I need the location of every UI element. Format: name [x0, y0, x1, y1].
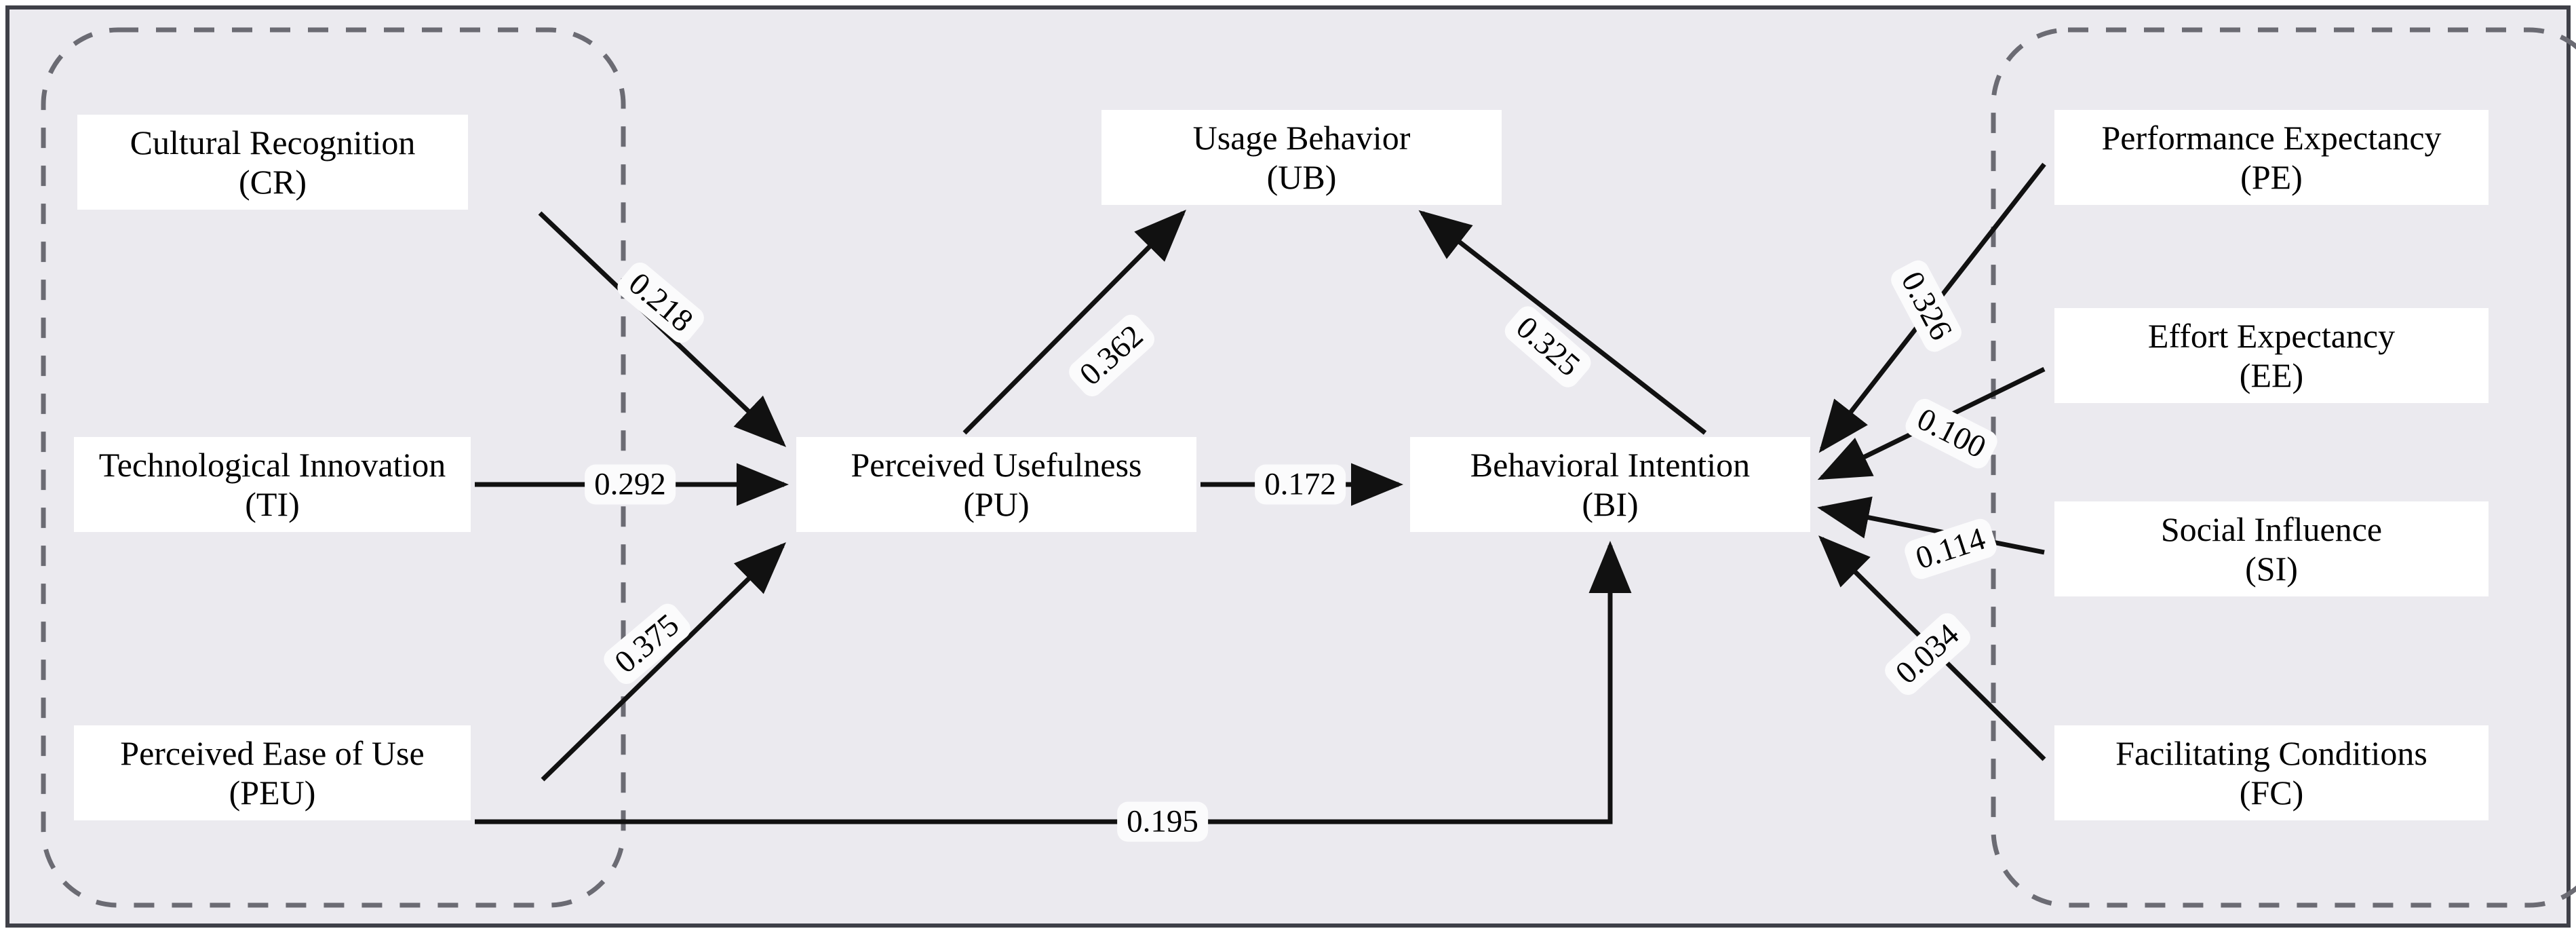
- node-pu-abbr: (PU): [963, 485, 1030, 523]
- node-pu-title: Perceived Usefulness: [851, 446, 1142, 484]
- node-bi[interactable]: Behavioral Intention (BI): [1410, 437, 1810, 532]
- node-bi-title: Behavioral Intention: [1470, 446, 1751, 484]
- node-cr-title: Cultural Recognition: [130, 123, 416, 161]
- edge-bi-ub: [1418, 210, 1707, 435]
- node-peu[interactable]: Perceived Ease of Use (PEU): [74, 725, 471, 820]
- left-group-boundary: [41, 27, 626, 908]
- node-fc-title: Facilitating Conditions: [2115, 734, 2427, 772]
- coefficient-pu-bi: 0.172: [1255, 464, 1346, 505]
- node-peu-title: Perceived Ease of Use: [120, 734, 425, 772]
- node-si-abbr: (SI): [2245, 550, 2298, 588]
- node-fc[interactable]: Facilitating Conditions (FC): [2054, 725, 2489, 820]
- node-pu[interactable]: Perceived Usefulness (PU): [796, 437, 1196, 532]
- node-ti[interactable]: Technological Innovation (TI): [74, 437, 471, 532]
- edge-pu-ub: [962, 210, 1186, 435]
- node-ee[interactable]: Effort Expectancy (EE): [2054, 308, 2489, 403]
- node-ti-abbr: (TI): [245, 485, 300, 523]
- diagram-canvas: Cultural Recognition (CR) Technological …: [5, 5, 2576, 928]
- coefficient-ti-pu: 0.292: [585, 464, 676, 505]
- coefficient-peu-bi: 0.195: [1117, 801, 1208, 842]
- node-ee-abbr: (EE): [2239, 356, 2304, 394]
- node-si[interactable]: Social Influence (SI): [2054, 501, 2489, 596]
- edge-peu-bi: [475, 541, 1632, 824]
- node-peu-abbr: (PEU): [229, 774, 316, 812]
- node-ub[interactable]: Usage Behavior (UB): [1101, 110, 1502, 205]
- node-cr-abbr: (CR): [239, 163, 307, 201]
- node-ub-abbr: (UB): [1266, 158, 1337, 196]
- node-pe-abbr: (PE): [2240, 158, 2303, 196]
- node-ub-title: Usage Behavior: [1192, 119, 1411, 157]
- edge-si-bi: [1817, 496, 2045, 555]
- edge-peu-pu: [541, 542, 787, 782]
- node-pe-title: Performance Expectancy: [2101, 119, 2442, 157]
- node-ti-title: Technological Innovation: [98, 446, 446, 484]
- node-cr[interactable]: Cultural Recognition (CR): [77, 115, 468, 210]
- right-group-boundary: [1991, 27, 2576, 908]
- node-si-title: Social Influence: [2160, 510, 2383, 548]
- node-pe[interactable]: Performance Expectancy (PE): [2054, 110, 2489, 205]
- diagram-connectors-layer: [41, 27, 2576, 908]
- node-bi-abbr: (BI): [1582, 485, 1639, 523]
- node-ee-title: Effort Expectancy: [2147, 317, 2396, 355]
- node-fc-abbr: (FC): [2239, 774, 2304, 812]
